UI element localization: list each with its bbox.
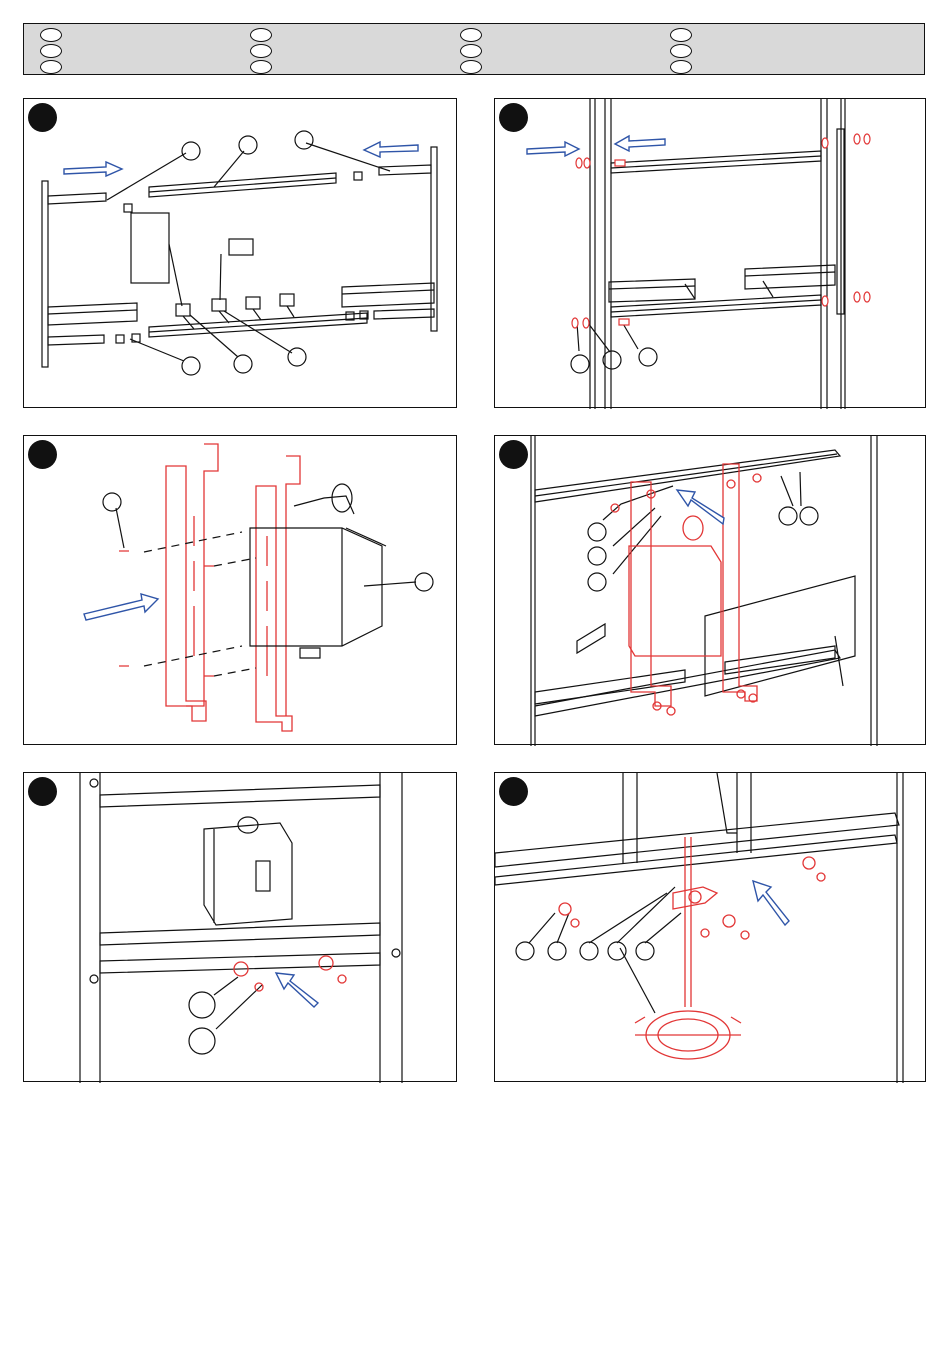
legend-oval (250, 44, 272, 58)
legend-oval (460, 60, 482, 74)
legend-column (250, 26, 280, 74)
legend-column (40, 26, 70, 74)
legend-oval (670, 28, 692, 42)
legend-oval (40, 60, 62, 74)
legend-oval (670, 60, 692, 74)
legend-oval (460, 44, 482, 58)
step-panel-3 (23, 435, 457, 745)
pipe-support-illustration (495, 773, 927, 1083)
box-installed-illustration (24, 773, 458, 1083)
step-panel-5 (23, 772, 457, 1082)
legend-column (460, 26, 490, 74)
rail-fixing-illustration (495, 99, 927, 409)
legend-oval (40, 28, 62, 42)
box-fixing-illustration (495, 436, 927, 746)
legend-bar (23, 23, 925, 75)
step-panel-1 (23, 98, 457, 408)
legend-oval (40, 44, 62, 58)
legend-column (670, 26, 700, 74)
step-panel-4 (494, 435, 926, 745)
bracket-mounting-illustration (24, 436, 458, 746)
legend-oval (460, 28, 482, 42)
frame-rails-illustration (24, 99, 458, 409)
legend-oval (670, 44, 692, 58)
step-panel-2 (494, 98, 926, 408)
legend-oval (250, 60, 272, 74)
step-panel-6 (494, 772, 926, 1082)
legend-oval (250, 28, 272, 42)
